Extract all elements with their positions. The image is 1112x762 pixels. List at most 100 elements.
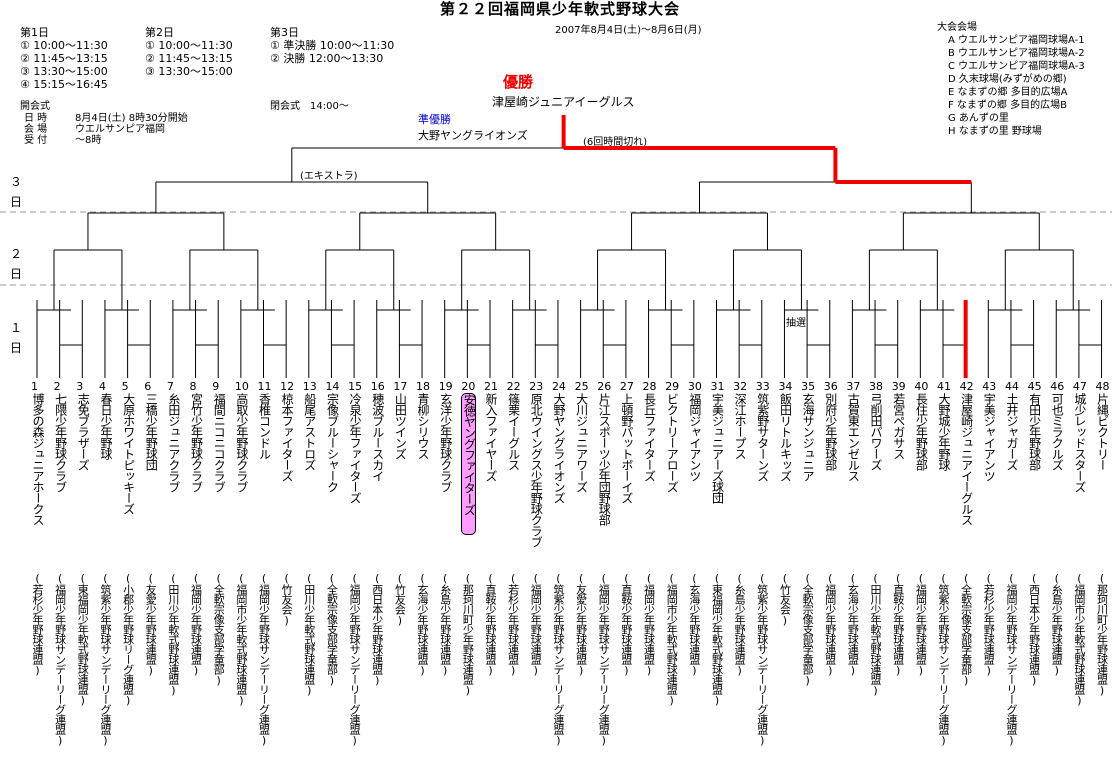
team-name: 若宮ペガサス xyxy=(891,393,906,459)
team-league: (田川少年軟式野球連盟) xyxy=(302,572,316,696)
team-number: 35 xyxy=(801,380,816,393)
runner-up-team: 大野ヤングライオンズ xyxy=(418,129,528,142)
team-league: (西日本少年野球連盟) xyxy=(370,572,384,686)
team-number: 13 xyxy=(302,380,317,393)
team-name: 弓削田パワーズ xyxy=(869,393,884,470)
team-number: 3 xyxy=(76,380,84,393)
team-number: 29 xyxy=(665,380,680,393)
final-note: (6回時間切れ) xyxy=(583,137,648,148)
champion-label: 優勝 xyxy=(503,73,534,91)
team-name: 春日少年野球 xyxy=(98,393,113,459)
page-title: 第２２回福岡県少年軟式野球大会 xyxy=(440,0,681,18)
team-name: 可也ミラクルズ xyxy=(1050,393,1065,470)
team-league: (田川少年軟式野球連盟) xyxy=(166,572,180,696)
team-number: 11 xyxy=(257,380,272,393)
team-league: (東福岡少年軟式野球連盟) xyxy=(76,572,90,706)
team-name: 冷泉少年ファイターズ xyxy=(348,393,363,503)
team-league: (若杉少年野球連盟) xyxy=(506,572,520,676)
team-name: 玄海サンジュニア xyxy=(801,393,816,481)
team-league: (福岡少年野球サンデーリーグ連盟) xyxy=(597,572,611,746)
team-league: (友愛少年野球連盟) xyxy=(574,572,588,676)
team-number: 7 xyxy=(166,380,174,393)
team-number: 16 xyxy=(370,380,385,393)
team-name: 香椎コンドル xyxy=(257,393,272,459)
team-number: 36 xyxy=(823,380,838,393)
team-league: (全軟宗像支部学童部) xyxy=(212,572,226,686)
team-name: 大川ジュニアワーズ xyxy=(574,393,589,492)
team-number: 8 xyxy=(189,380,197,393)
team-name: 玄洋少年野球クラブ xyxy=(438,393,453,492)
team-league: (直鞍少年野球連盟) xyxy=(484,572,497,676)
team-name: 大野城少年野球 xyxy=(937,393,951,470)
team-number: 20 xyxy=(461,380,476,393)
team-name: 山田ツインズ xyxy=(393,393,408,459)
team-name: 原北ウイングス少年野球クラブ xyxy=(529,393,544,547)
team-league: (糸島少年野球連盟) xyxy=(1050,572,1064,676)
team-league: (福岡少年野球連盟) xyxy=(642,572,656,676)
team-name: 穂波ブルースカイ xyxy=(370,393,385,481)
closing-ceremony: 閉会式 14:00～ xyxy=(270,101,349,112)
team-name: 飯田リトルキッズ xyxy=(778,393,793,481)
team-name: 船尾アストロズ xyxy=(302,393,317,470)
extra-inning-note: (エキストラ) xyxy=(300,171,358,182)
team-league: (若杉少年野球連盟) xyxy=(31,572,44,676)
team-number: 33 xyxy=(755,380,770,393)
team-name: 安徳ヤングファイターズ xyxy=(461,393,477,535)
team-number: 26 xyxy=(597,380,612,393)
team-number: 48 xyxy=(1095,380,1110,393)
team-league: (福岡少年野球連盟) xyxy=(189,572,203,676)
team-name: 長丘ファイターズ xyxy=(642,393,657,481)
team-league: (全軟宗像支部学童部) xyxy=(801,572,815,686)
team-number: 18 xyxy=(416,380,431,393)
team-name: 片縄ビクトリー xyxy=(1095,393,1110,470)
team-league: (糸島少年野球連盟) xyxy=(438,572,452,676)
team-number: 15 xyxy=(348,380,363,393)
team-name: 深江ホープス xyxy=(733,393,748,459)
team-name: 宮竹少年野球クラブ xyxy=(189,393,204,492)
team-league: (筑紫少年野球サンデーリーグ連盟) xyxy=(98,572,112,746)
champion-team: 津屋崎ジュニアイーグルス xyxy=(492,95,635,109)
team-name: 志免ブラザーズ xyxy=(76,393,91,470)
team-league: (福岡少年野球連盟) xyxy=(529,572,543,676)
day3-label: ３ 日 xyxy=(10,175,23,209)
team-name: 宇美ジャイアンツ xyxy=(982,393,997,481)
team-league: (福岡少年野球サンデーリーグ連盟) xyxy=(348,572,362,746)
team-name: 筑紫野サターンズ xyxy=(755,393,770,481)
team-name: 椋本ファイターズ xyxy=(280,393,295,481)
team-number: 10 xyxy=(234,380,249,393)
team-league: (玄海少年野球連盟) xyxy=(846,572,860,676)
day2-label: ２ 日 xyxy=(10,247,23,281)
team-name: 有田少年野球部 xyxy=(1027,393,1042,470)
team-league: (東福岡少年軟式野球連盟) xyxy=(710,572,724,706)
team-number: 39 xyxy=(891,380,906,393)
team-number: 24 xyxy=(551,380,566,393)
team-name: 七隈少年野球クラブ xyxy=(53,393,68,492)
team-name: 上頓野パットボーイズ xyxy=(619,393,634,503)
team-number: 6 xyxy=(144,380,152,393)
team-number: 42 xyxy=(959,380,974,393)
team-number: 46 xyxy=(1050,380,1065,393)
tournament-dates: 2007年8月4日(土)～8月6日(月) xyxy=(555,25,702,36)
team-name: 高取少年野球クラブ xyxy=(234,393,249,492)
team-number: 19 xyxy=(438,380,453,393)
team-league: (福岡少年野球サンデーリーグ連盟) xyxy=(1004,572,1018,746)
team-name: 片江スポーツ少年団野球部 xyxy=(597,393,612,525)
team-league: (玄海少年野球連盟) xyxy=(416,572,430,676)
team-league: (西日本少年野球連盟) xyxy=(1027,572,1041,686)
team-league: (筑紫少年野球サンデーリーグ連盟) xyxy=(937,572,950,746)
team-league: (福岡市少年軟式野球連盟) xyxy=(665,572,679,706)
runner-up-label: 準優勝 xyxy=(418,113,451,126)
team-league: (若杉少年野球連盟) xyxy=(982,572,996,676)
team-name: 博多の森ジュニアホークス xyxy=(31,393,45,525)
team-league: (糸島少年野球連盟) xyxy=(733,572,747,676)
team-number: 34 xyxy=(778,380,793,393)
team-number: 44 xyxy=(1004,380,1019,393)
team-number: 27 xyxy=(619,380,634,393)
team-league: (友愛少年野球連盟) xyxy=(144,572,158,676)
team-league: (直鞍少年野球連盟) xyxy=(891,572,905,676)
team-name: ビクトリーアローズ xyxy=(665,393,680,492)
team-number: 28 xyxy=(642,380,657,393)
team-number: 47 xyxy=(1072,380,1087,393)
team-league: (竹友会) xyxy=(280,572,294,626)
